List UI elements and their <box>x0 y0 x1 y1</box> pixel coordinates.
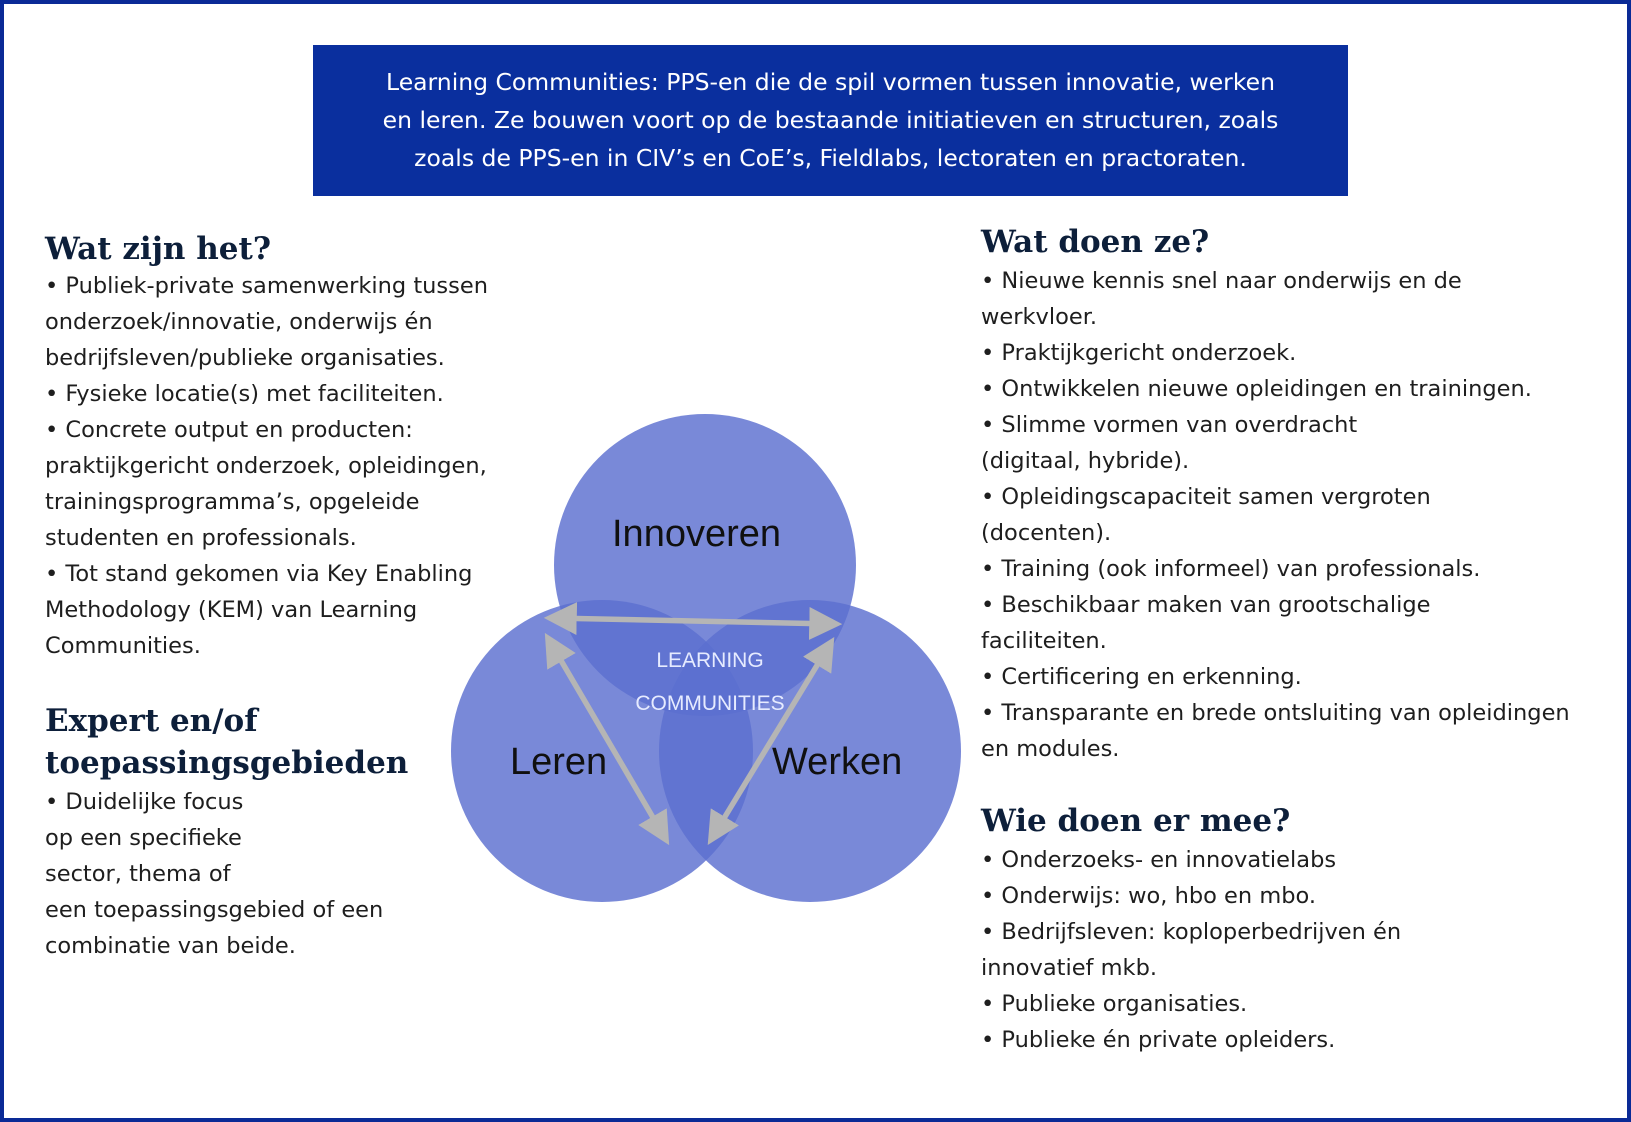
list-expert: • Duidelijke focus op een specifieke sec… <box>45 784 465 964</box>
venn-label-werken: Werken <box>772 741 903 783</box>
list-item: • Certificering en erkenning. <box>981 664 1302 690</box>
list-item: • Fysieke locatie(s) met faciliteiten. <box>45 381 444 407</box>
venn-label-innoveren: Innoveren <box>612 513 782 555</box>
heading-wie-doen-er-mee: Wie doen er mee? <box>981 803 1291 839</box>
list-item: • Publieke én private opleiders. <box>981 1027 1336 1053</box>
banner-line-3: zoals de PPS-en in CIV’s en CoE’s, Field… <box>414 144 1247 172</box>
arrow-top <box>543 602 843 640</box>
venn-svg <box>451 414 961 902</box>
venn-center-label: LEARNING COMMUNITIES <box>635 649 785 715</box>
arrow-left <box>544 632 670 846</box>
heading-wat-zijn-het: Wat zijn het? <box>45 231 271 267</box>
arrow-right <box>707 636 835 846</box>
list-item: • Publieke organisaties. <box>981 991 1248 1017</box>
list-item: • Onderzoeks- en innovatielabs <box>981 847 1337 873</box>
list-item: • Duidelijke focus op een specifieke sec… <box>45 789 384 959</box>
list-item: • Beschikbaar maken van grootschalige fa… <box>981 592 1431 654</box>
banner-line-1: Learning Communities: PPS-en die de spil… <box>386 68 1275 96</box>
list-item: • Transparante en brede ontsluiting van … <box>981 700 1570 762</box>
banner-line-2: en leren. Ze bouwen voort op de bestaand… <box>382 106 1279 134</box>
list-item: • Concrete output en producten: praktijk… <box>45 417 487 551</box>
heading-wat-doen-ze: Wat doen ze? <box>981 224 1210 260</box>
list-item: • Training (ook informeel) van professio… <box>981 556 1481 582</box>
list-item: • Opleidingscapaciteit samen vergroten (… <box>981 484 1431 546</box>
list-wie-doen-er-mee: • Onderzoeks- en innovatielabs • Onderwi… <box>981 842 1611 1058</box>
venn-diagram: Innoveren Leren Werken LEARNING COMMUNIT… <box>432 408 972 908</box>
list-item: • Ontwikkelen nieuwe opleidingen en trai… <box>981 376 1532 402</box>
list-item: • Praktijkgericht onderzoek. <box>981 340 1297 366</box>
list-item: • Nieuwe kennis snel naar onderwijs en d… <box>981 268 1462 330</box>
list-item: • Slimme vormen van overdracht (digitaal… <box>981 412 1358 474</box>
list-item: • Tot stand gekomen via Key Enabling Met… <box>45 561 473 659</box>
venn-label-leren: Leren <box>510 741 608 783</box>
list-wat-doen-ze: • Nieuwe kennis snel naar onderwijs en d… <box>981 263 1611 767</box>
list-item: • Onderwijs: wo, hbo en mbo. <box>981 883 1317 909</box>
intro-banner: Learning Communities: PPS-en die de spil… <box>313 45 1348 196</box>
list-wat-zijn-het: • Publiek-private samenwerking tussen on… <box>45 268 525 664</box>
list-item: • Publiek-private samenwerking tussen on… <box>45 273 488 371</box>
list-item: • Bedrijfsleven: koploperbedrijven én in… <box>981 919 1402 981</box>
heading-expert: Expert en/of toepassingsgebieden <box>45 703 409 781</box>
